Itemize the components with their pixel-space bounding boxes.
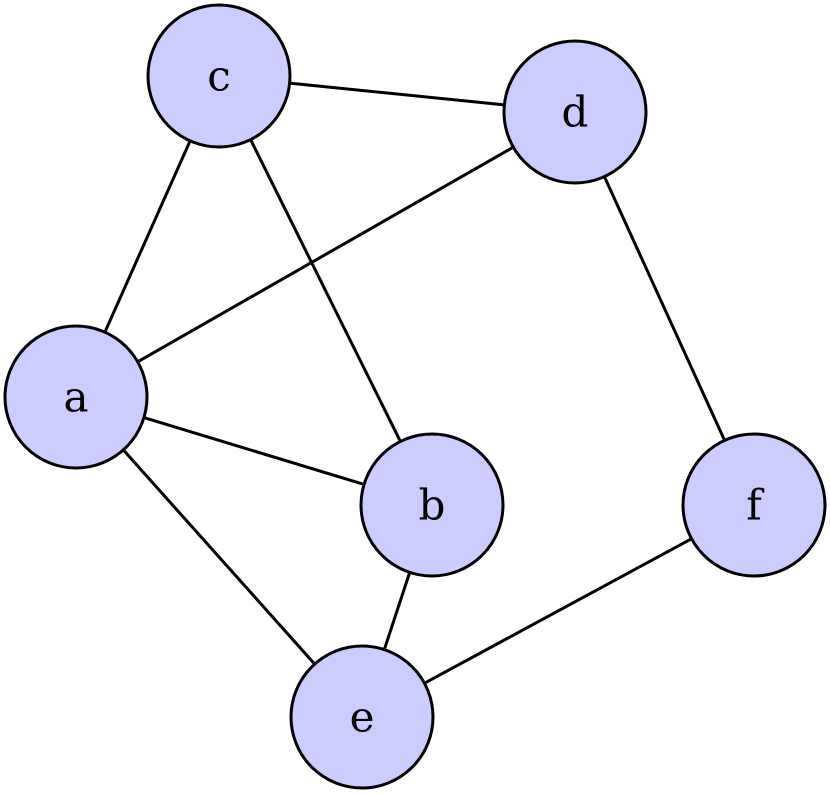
edge-f-e — [423, 537, 693, 685]
edges-layer — [103, 81, 726, 685]
node-circle-c — [146, 3, 292, 149]
node-a: a — [3, 324, 149, 470]
node-circle-b — [359, 432, 505, 578]
edge-c-b — [249, 138, 402, 443]
node-label-f: f — [746, 481, 765, 530]
node-e: e — [289, 644, 435, 790]
node-label-d: d — [562, 88, 589, 137]
edge-a-b — [143, 416, 365, 486]
node-label-b: b — [419, 481, 446, 530]
node-circle-a — [3, 324, 149, 470]
node-c: c — [146, 3, 292, 149]
nodes-layer: a b c d e f — [3, 3, 827, 790]
edge-b-e — [382, 571, 412, 651]
node-d: d — [502, 39, 648, 185]
node-b: b — [359, 432, 505, 578]
node-label-a: a — [63, 373, 88, 422]
node-circle-e — [289, 644, 435, 790]
node-circle-d — [502, 39, 648, 185]
edge-c-d — [289, 81, 505, 107]
edge-d-a — [136, 145, 515, 364]
edge-a-e — [122, 448, 316, 666]
node-label-e: e — [350, 693, 375, 742]
node-circle-f — [681, 432, 827, 578]
node-label-c: c — [207, 52, 231, 101]
edge-c-a — [103, 140, 192, 333]
node-f: f — [681, 432, 827, 578]
edge-d-f — [603, 175, 726, 442]
